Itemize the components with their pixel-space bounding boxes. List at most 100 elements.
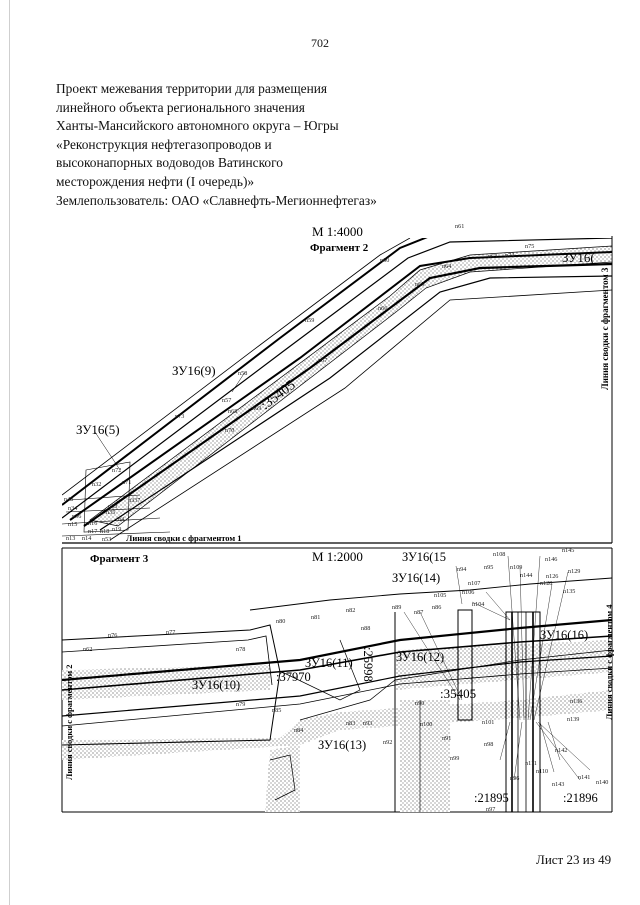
point-label: n140 [596,779,608,786]
parcel-label: ЗУ16(15 [402,550,446,564]
point-label: n128 [540,580,552,587]
point-label: n14 [82,535,91,542]
fragment-2-map: М 1:4000 Фрагмент 2 ЗУ16(9) ЗУ16(5) ЗУ16… [62,223,613,544]
point-label: n143 [552,781,564,788]
parcel-boundary [269,754,296,801]
point-label: n34 [68,505,77,512]
point-label: n65 [415,281,424,288]
point-label: n77 [166,629,175,636]
point-label: n98 [484,741,493,748]
point-label: n110 [536,768,548,775]
parcel-label: ЗУ16(10) [192,678,240,692]
point-label: n82 [346,607,355,614]
point-label: n139 [567,716,579,723]
point-label: n62 [83,646,92,653]
parcel-boundary [62,635,273,686]
heading-line: «Реконструкция нефтегазопроводов и [56,136,272,152]
point-label: n104 [472,601,484,608]
point-label: n92 [383,739,392,746]
point-label: n35 [106,509,115,516]
pipeline-line [69,251,612,521]
point-label: n96 [510,775,519,782]
parcel-label: ЗУ16(11) [305,656,353,670]
point-label: n109 [510,564,522,571]
point-label: n78 [236,646,245,653]
point-label: n67 [318,357,327,364]
fragment-3-scale: М 1:2000 [312,549,363,564]
point-label: n97 [486,806,495,813]
point-label: n63 [488,253,497,260]
point-label: n4 [118,516,124,523]
pipeline-line [62,667,612,727]
scan-edge [9,0,10,905]
point-label: n81 [311,614,320,621]
point-label: n64 [442,263,451,270]
easement-strip [400,700,450,812]
fragment-2-title: Фрагмент 2 [310,242,369,254]
side-label: Линия сводки с фрагментом 2 [64,664,74,780]
point-label: n53 [102,536,111,543]
point-label: n75 [525,243,534,250]
heading-line: линейного объекта регионального значения [56,99,305,115]
road-crossing [457,609,473,721]
point-label: n105 [434,592,446,599]
cadastral-label: :25998 [361,647,375,682]
point-label: n107 [468,580,480,587]
point-label: n60 [380,257,389,264]
easement-strip [62,665,270,700]
cadastral-label: :21896 [563,791,598,805]
heading-line: высоконапорных водоводов Ватинского [56,155,283,171]
point-label: n71 [122,479,131,486]
point-label: n15 [68,521,77,528]
parcel-boundary [109,289,612,541]
point-label: n126 [546,573,558,580]
point-label: n18 [100,528,109,535]
point-label: n43 [64,496,73,503]
point-label: n100 [420,721,432,728]
parcel-label: ЗУ16(13) [318,738,366,752]
point-label: n57 [222,397,231,404]
cadastral-label: :35405 [440,686,476,701]
point-label: n106 [462,589,474,596]
heading-line: Проект межевания территории для размещен… [56,81,328,96]
point-label: n80 [276,618,285,625]
parcel-boundary [62,238,428,506]
fragment-3-title: Фрагмент 3 [90,553,149,565]
bottom-label: Линия сводки с фрагментом 1 [126,533,242,543]
point-label: n83 [346,720,355,727]
road-line [62,238,411,496]
point-label: n136 [570,698,582,705]
point-label: n108 [493,551,505,558]
point-label: n86 [432,604,441,611]
parcel-label: ЗУ16(14) [392,571,440,585]
point-label: n36 [72,513,81,520]
point-label: n91 [442,735,451,742]
point-label: n69 [252,405,261,412]
point-label: n93 [363,720,372,727]
point-label: n68 [228,408,237,415]
point-label: n32 [92,481,101,488]
pipeline-line [62,635,612,691]
point-label: n87 [414,609,423,616]
point-label: n16 [88,520,97,527]
heading-line: Землепользователь: ОАО «Славнефть-Мегион… [56,192,377,208]
pipeline-line [99,275,612,531]
point-label: n13 [66,535,75,542]
point-label: n85 [272,707,281,714]
point-label: n95 [484,564,493,571]
point-label: n58 [238,370,247,377]
point-label: n88 [361,625,370,632]
heading-line: Ханты-Мансийского автономного округа – Ю… [56,118,339,134]
road-line [249,577,612,611]
parcel-boundary [281,639,361,701]
parcel-label: ЗУ16(16) [540,628,588,642]
cadastral-label: :21895 [474,791,509,805]
point-label: n19 [112,526,121,533]
point-label: n84 [294,727,303,734]
point-label: n33 [108,503,117,510]
easement-strip [265,745,300,812]
point-label: n89 [392,604,401,611]
point-label: n141 [578,774,590,781]
point-label: n144 [520,572,532,579]
